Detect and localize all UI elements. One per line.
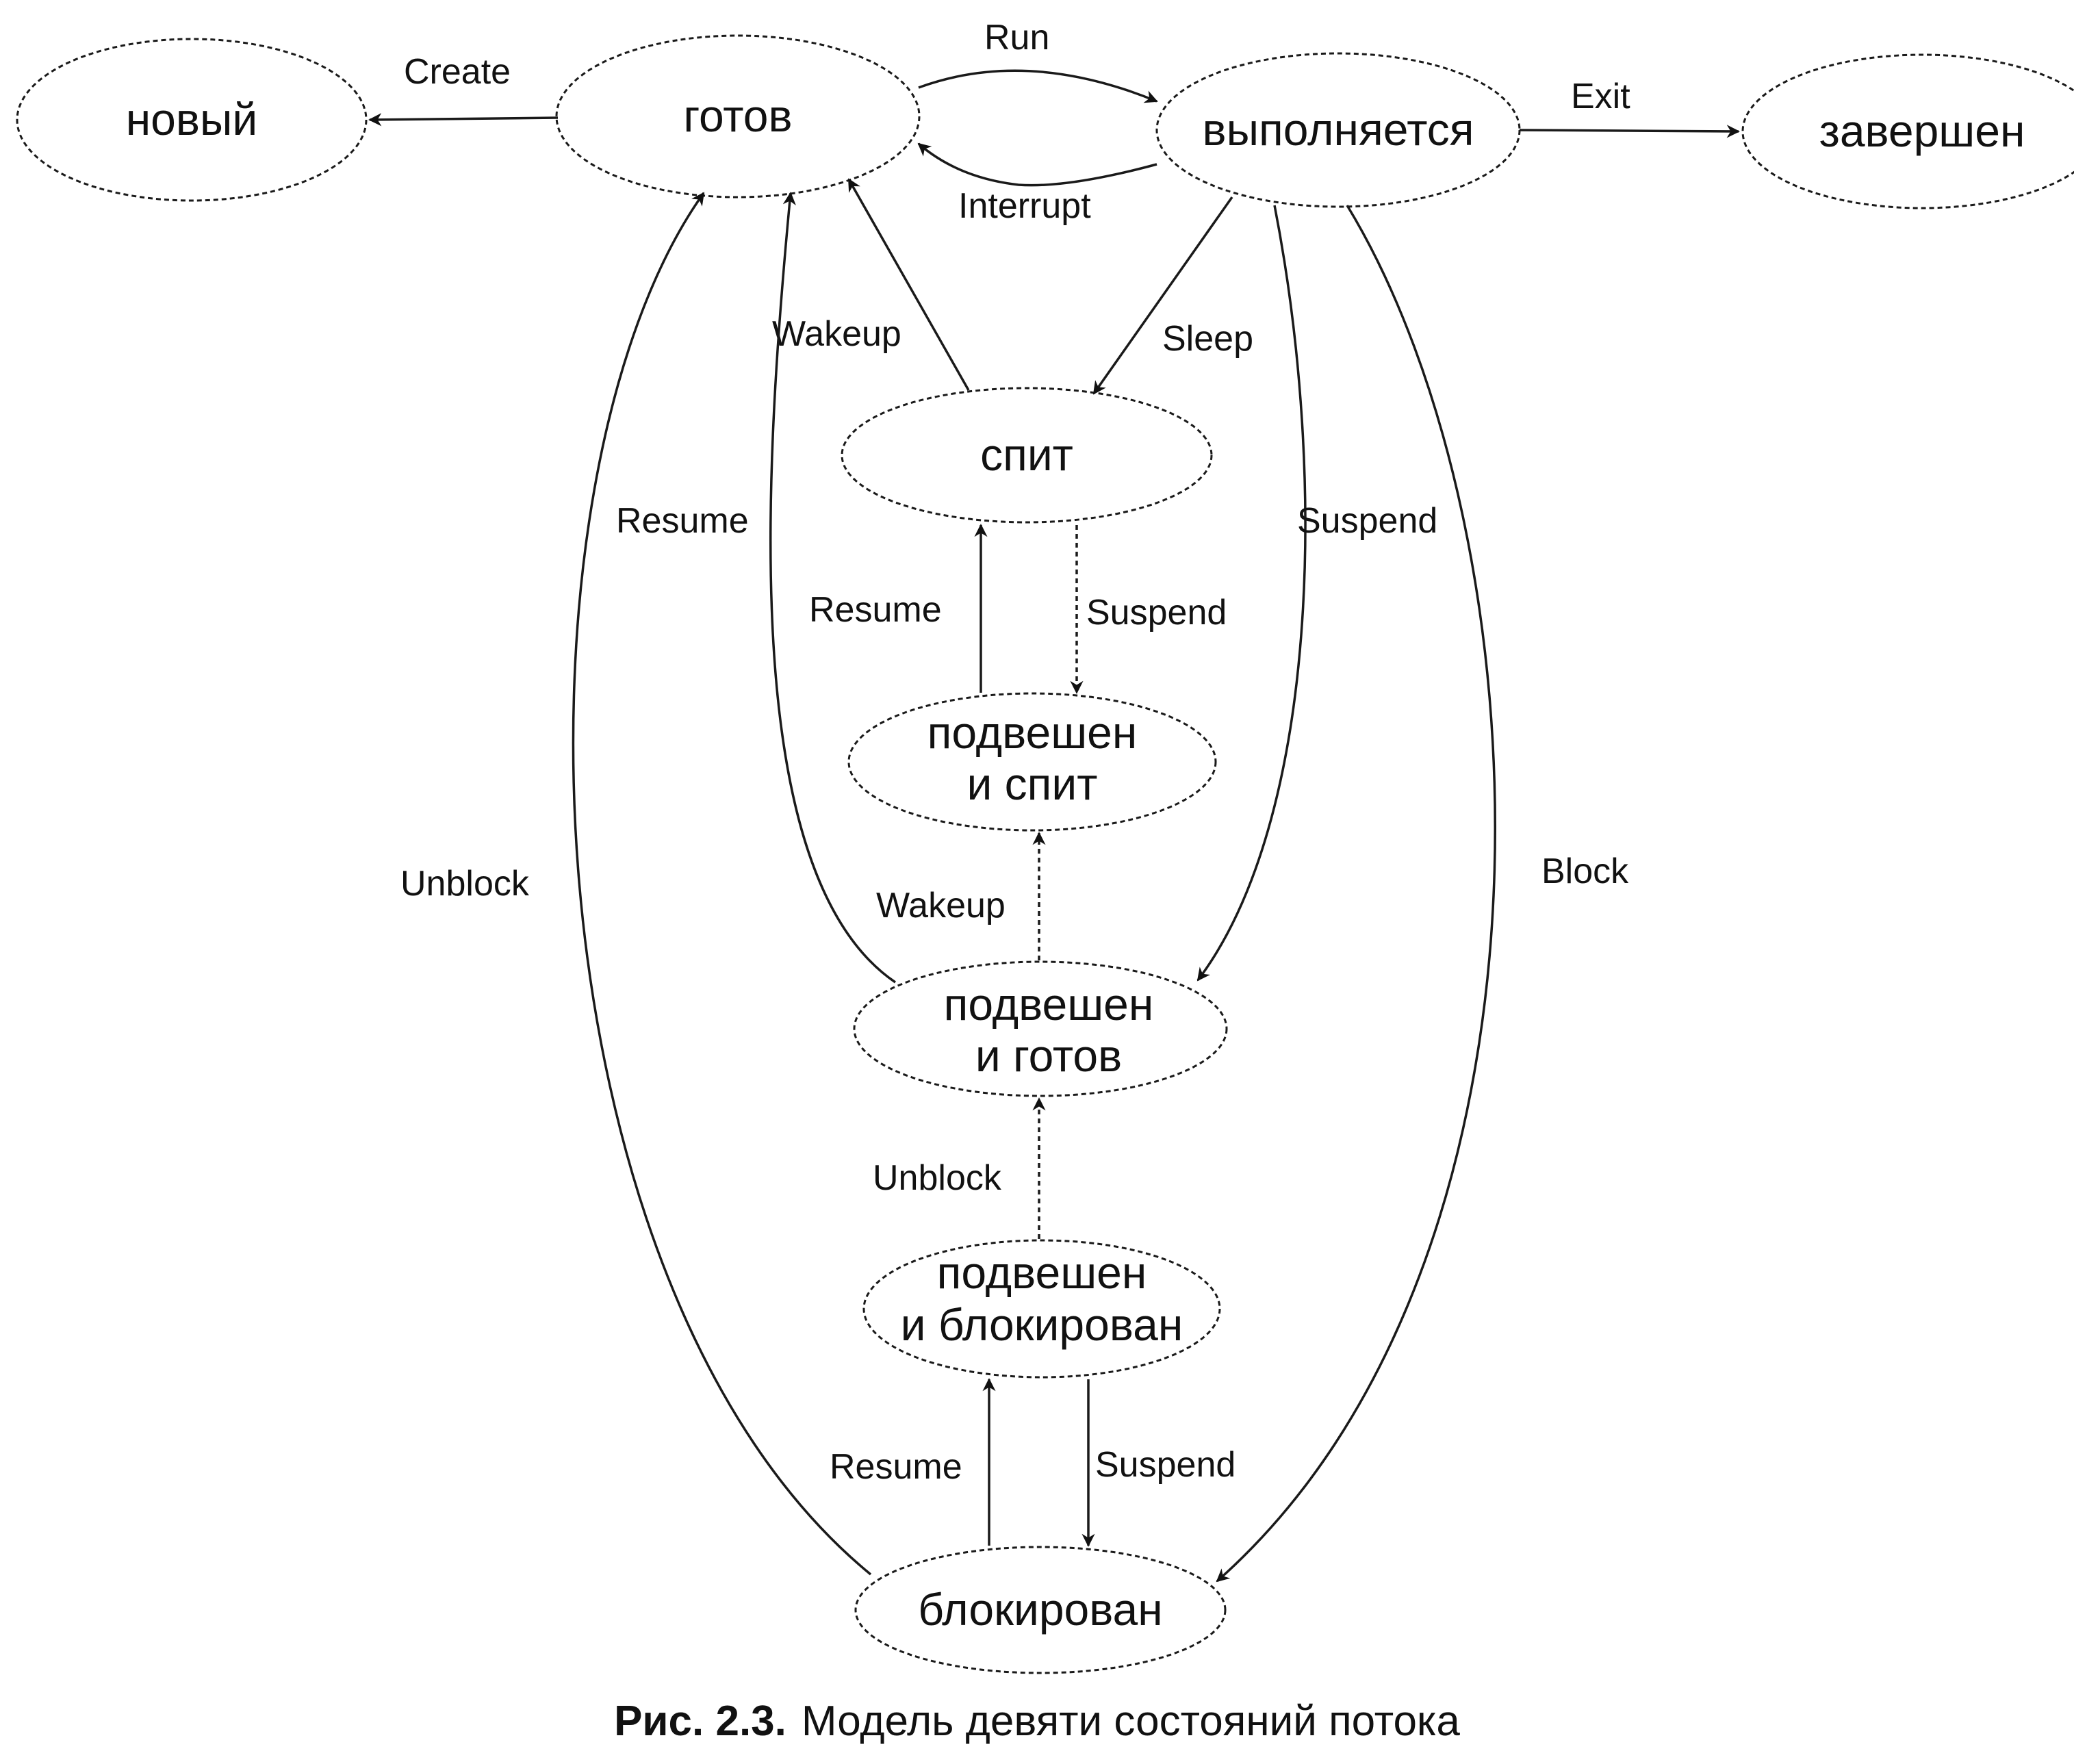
node-sleeping-label: спит bbox=[980, 429, 1073, 480]
edge-exit bbox=[1519, 125, 1740, 138]
node-sleeping: спит bbox=[841, 387, 1213, 524]
edge-resume-ready-label: Resume bbox=[616, 501, 749, 541]
node-new: новый bbox=[16, 38, 368, 202]
edge-run-label: Run bbox=[984, 18, 1049, 57]
node-suspended-ready: подвешен и готов bbox=[853, 960, 1228, 1097]
edge-block-label: Block bbox=[1541, 852, 1629, 891]
edge-resume-blocked-label: Resume bbox=[830, 1447, 962, 1487]
edge-unblock-suspended-label: Unblock bbox=[873, 1158, 1002, 1198]
node-terminated: завершен bbox=[1741, 53, 2074, 209]
edge-unblock-ready bbox=[572, 192, 872, 1576]
node-new-label: новый bbox=[126, 94, 258, 144]
edge-suspend-blocked-label: Suspend bbox=[1095, 1445, 1236, 1485]
edge-resume-sleep-label: Resume bbox=[809, 590, 942, 630]
edge-interrupt bbox=[917, 142, 1157, 187]
edge-unblock-ready-label: Unblock bbox=[400, 864, 530, 904]
edge-sleep-label: Sleep bbox=[1162, 319, 1253, 359]
figure-caption: Рис. 2.3. Модель девяти состояний потока bbox=[614, 1698, 1460, 1745]
node-suspended-sleeping-line2: и спит bbox=[966, 758, 1097, 809]
node-blocked-label: блокирован bbox=[918, 1584, 1162, 1635]
node-suspended-ready-line1: подвешен bbox=[944, 979, 1154, 1030]
edge-block bbox=[1216, 205, 1496, 1583]
edge-exit-label: Exit bbox=[1571, 77, 1630, 116]
node-suspended-sleeping-line1: подвешен bbox=[927, 707, 1138, 758]
edge-resume-ready bbox=[769, 192, 896, 984]
edge-create bbox=[368, 113, 559, 127]
node-ready-label: готов bbox=[683, 90, 792, 141]
edge-suspend-sleep-label: Suspend bbox=[1086, 593, 1227, 632]
node-running-label: выполняется bbox=[1203, 104, 1474, 155]
edge-suspend-running bbox=[1196, 205, 1307, 982]
edge-wakeup-ready-label: Wakeup bbox=[772, 314, 901, 354]
node-terminated-label: завершен bbox=[1819, 105, 2025, 156]
figure-caption-text: Модель девяти состояний потока bbox=[802, 1698, 1461, 1745]
node-running: выполняется bbox=[1155, 52, 1521, 208]
node-suspended-blocked-line1: подвешен bbox=[937, 1247, 1147, 1298]
node-suspended-sleeping: подвешен и спит bbox=[847, 692, 1217, 832]
edge-suspend-running-label: Suspend bbox=[1297, 501, 1437, 541]
edge-sleep bbox=[1092, 196, 1233, 395]
edge-wakeup-suspended-label: Wakeup bbox=[876, 886, 1006, 925]
node-suspended-ready-line2: и готов bbox=[975, 1030, 1122, 1081]
node-suspended-blocked-line2: и блокирован bbox=[901, 1299, 1183, 1350]
edge-interrupt-label: Interrupt bbox=[958, 186, 1091, 226]
node-suspended-blocked: подвешен и блокирован bbox=[862, 1239, 1221, 1379]
edge-wakeup-ready bbox=[847, 178, 970, 391]
node-ready: готов bbox=[555, 34, 921, 199]
node-blocked: блокирован bbox=[854, 1546, 1227, 1674]
edge-run bbox=[918, 69, 1158, 103]
edge-create-label: Create bbox=[404, 52, 511, 92]
figure-caption-number: Рис. 2.3. bbox=[614, 1698, 786, 1745]
